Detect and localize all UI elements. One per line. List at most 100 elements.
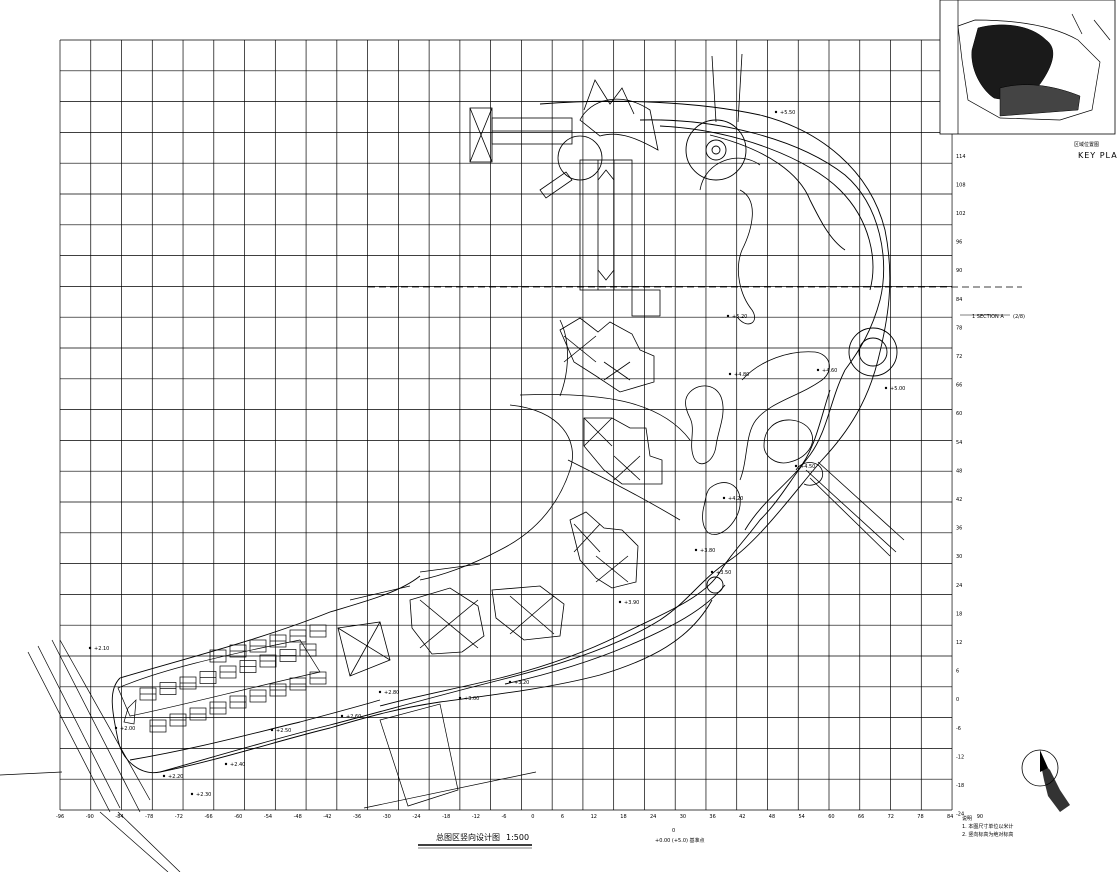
grid-label-y: 108	[956, 182, 966, 188]
drawing-title: 总图区竖向设计图	[436, 832, 500, 842]
grid-label-y: -18	[956, 783, 964, 789]
spot-marker	[794, 464, 798, 468]
grid-label-x: 12	[591, 814, 597, 820]
spot-marker	[114, 726, 118, 730]
section-tag-end: (2/8)	[1013, 314, 1025, 320]
water-feature	[685, 157, 830, 535]
spot-level-label: +2.10	[94, 646, 109, 652]
grid-label-x: 72	[888, 814, 894, 820]
grid-label-x: 60	[828, 814, 834, 820]
spot-level-label: +5.00	[890, 386, 905, 392]
grid-label-y: 114	[956, 154, 966, 160]
coordinate-grid	[59, 39, 953, 811]
townhouse-row	[117, 624, 327, 733]
grid-label-x: -36	[353, 814, 361, 820]
drawing-notes: 说明 1. 本图尺寸单位以米计 2. 竖向标高为绝对标高	[962, 815, 1013, 838]
spot-elevations: +5.50 +5.20 +4.80 +4.60 +5.00 +4.50 +4.20 +3.80…	[88, 110, 905, 798]
note-2: 2. 竖向标高为绝对标高	[962, 831, 1013, 838]
site-boundary	[111, 100, 891, 774]
spot-level-label: +3.20	[514, 680, 529, 686]
grid-label-y: 6	[956, 669, 959, 675]
spot-level-label: +3.00	[464, 696, 479, 702]
spot-level-label: +4.50	[800, 464, 815, 470]
section-tag: 1 SECTION A	[972, 314, 1004, 320]
grid-label-x: -42	[323, 814, 331, 820]
spot-marker	[710, 570, 714, 574]
spot-marker	[884, 386, 888, 390]
spot-level-label: +2.20	[168, 774, 183, 780]
spot-marker	[88, 646, 92, 650]
center-sub: +0.00 (+5.0) 基准点	[655, 837, 705, 844]
internal-road	[419, 319, 691, 581]
spot-marker	[508, 680, 512, 684]
spot-marker	[816, 368, 820, 372]
grid-label-x: 36	[709, 814, 715, 820]
spot-level-label: +3.50	[716, 570, 731, 576]
grid-label-x: 24	[650, 814, 656, 820]
grid-label-x: -6	[502, 814, 507, 820]
spot-level-label: +2.50	[276, 728, 291, 734]
grid-label-y: 30	[956, 554, 962, 560]
key-plan-en: KEY PLAN	[1078, 151, 1117, 160]
spot-marker	[722, 496, 726, 500]
grid-label-y: 102	[956, 211, 966, 217]
grid-label-x: 78	[917, 814, 923, 820]
spot-level-label: +5.50	[780, 110, 795, 116]
key-plan-cn: 区域位置图	[1074, 141, 1099, 148]
townhouse-block-outline	[117, 639, 321, 717]
note-1: 1. 本图尺寸单位以米计	[962, 823, 1013, 830]
grid-label-x: 66	[858, 814, 864, 820]
spot-level-label: +3.80	[700, 548, 715, 554]
grid-label-x: -84	[115, 814, 123, 820]
townhouse-end-feature	[123, 699, 137, 725]
grid-label-x: -96	[56, 814, 64, 820]
spot-marker	[618, 600, 622, 604]
grid-label-y: 36	[956, 526, 962, 532]
entry-road	[795, 461, 905, 557]
spot-marker	[270, 728, 274, 732]
grid-label-y: 18	[956, 611, 962, 617]
grid-label-x: -48	[294, 814, 302, 820]
spot-level-label: +2.40	[230, 762, 245, 768]
spot-marker	[726, 314, 730, 318]
spot-marker	[458, 696, 462, 700]
spot-marker	[728, 372, 732, 376]
spot-level-label: +2.80	[384, 690, 399, 696]
spot-marker	[190, 792, 194, 796]
grid-label-y: 72	[956, 354, 962, 360]
spot-level-label: +2.30	[196, 792, 211, 798]
spot-level-label: +4.60	[822, 368, 837, 374]
grid-label-y: 78	[956, 325, 962, 331]
grid-label-x: -18	[442, 814, 450, 820]
spot-level-label: +3.90	[624, 600, 639, 606]
notes-head: 说明	[962, 815, 972, 822]
grid-label-x: 54	[799, 814, 805, 820]
spot-marker	[378, 690, 382, 694]
spot-level-label: +4.20	[728, 496, 743, 502]
grid-label-x: -90	[86, 814, 94, 820]
grid-label-x: 90	[977, 814, 983, 820]
grid-label-x: -30	[383, 814, 391, 820]
grid-label-x: -78	[145, 814, 153, 820]
grid-label-y: 66	[956, 383, 962, 389]
key-plan: 区域位置图 KEY PLAN	[939, 0, 1117, 160]
grid-label-x: -24	[412, 814, 420, 820]
external-road	[0, 639, 181, 872]
grid-label-x: 6	[561, 814, 564, 820]
spot-marker	[774, 110, 778, 114]
grid-label-x: 42	[739, 814, 745, 820]
grid-label-y: 84	[956, 297, 962, 303]
spot-level-label: +5.20	[732, 314, 747, 320]
grid-label-x: 48	[769, 814, 775, 820]
grid-label-x: 18	[620, 814, 626, 820]
north-arrow-icon	[1021, 749, 1070, 812]
spot-level-label: +4.80	[734, 372, 749, 378]
section-line: 1 SECTION A (2/8)	[368, 286, 1025, 320]
spot-marker	[694, 548, 698, 552]
approach-road	[711, 53, 743, 123]
grid-coordinate-labels: -96-90-84-78-72-66-60-54-48-42-36-30-24-…	[56, 68, 983, 820]
grid-label-y: 12	[956, 640, 962, 646]
grid-label-y: 90	[956, 268, 962, 274]
grid-label-x: 30	[680, 814, 686, 820]
